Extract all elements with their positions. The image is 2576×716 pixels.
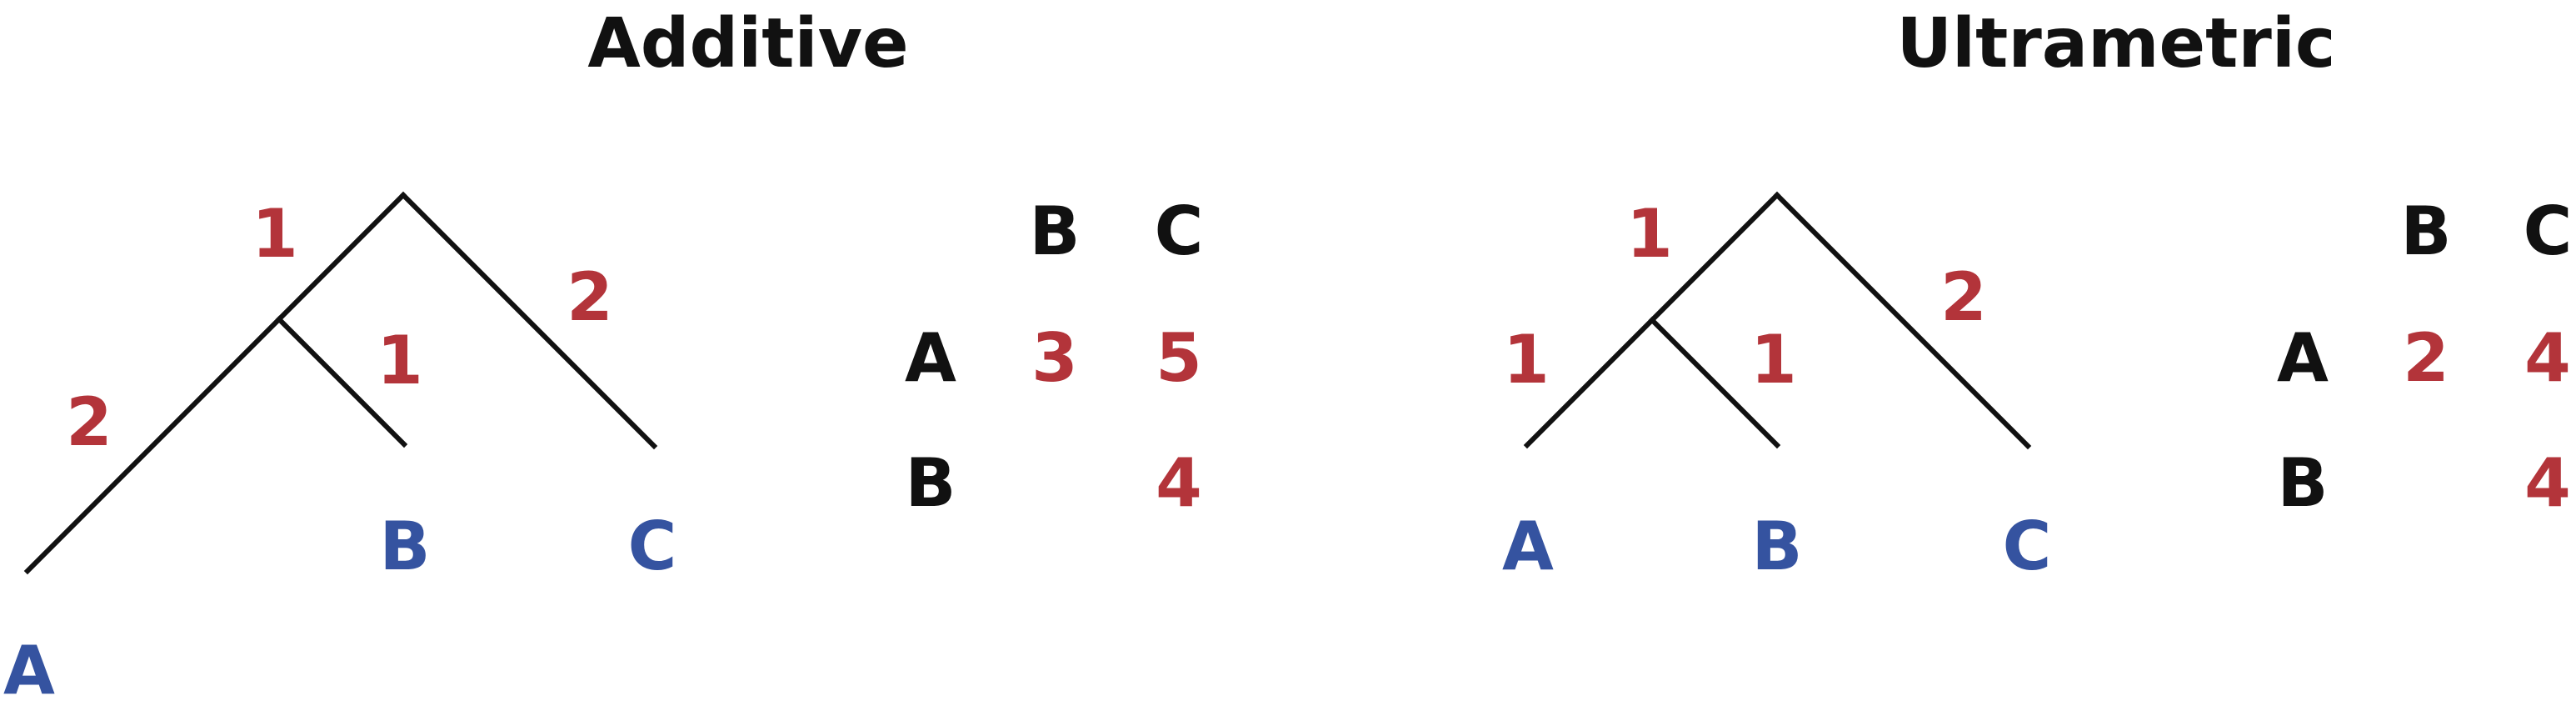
ultrametric-branch-ab-to-a bbox=[1523, 316, 1656, 449]
additive-branch-root-to-ab bbox=[275, 191, 407, 323]
additive-length-ab-to-b: 1 bbox=[377, 322, 423, 399]
ultrametric-branch-ab-to-b bbox=[1648, 316, 1781, 449]
ultrametric-branch-root-to-c bbox=[1773, 191, 2032, 450]
ultrametric-branch-root-to-ab bbox=[1648, 191, 1781, 324]
ultrametric-panel: Ultrametric 1 2 1 1 A B C B C A B 2 4 4 bbox=[1502, 4, 2572, 585]
additive-branch-root-to-c bbox=[399, 191, 658, 450]
additive-length-root-to-c: 2 bbox=[567, 258, 613, 336]
ultrametric-title: Ultrametric bbox=[1896, 4, 2335, 83]
additive-distance-matrix: B C A B 3 5 4 bbox=[905, 193, 1203, 522]
ultrametric-length-ab-to-b: 1 bbox=[1750, 321, 1797, 398]
additive-branch-lengths: 1 2 2 1 bbox=[66, 195, 613, 461]
ultrametric-distance-matrix: B C A B 2 4 4 bbox=[2277, 193, 2572, 522]
ultrametric-matrix-cell-b-c: 4 bbox=[2524, 444, 2571, 522]
ultrametric-matrix-col-header-c: C bbox=[2524, 193, 2573, 270]
additive-tree bbox=[23, 191, 658, 575]
additive-leaf-c: C bbox=[628, 508, 677, 585]
ultrametric-matrix-cell-a-c: 4 bbox=[2524, 319, 2571, 397]
ultrametric-matrix-row-header-b: B bbox=[2278, 444, 2329, 522]
ultrametric-leaf-c: C bbox=[2003, 508, 2052, 585]
ultrametric-leaf-a: A bbox=[1502, 508, 1554, 585]
ultrametric-matrix-cell-a-b: 2 bbox=[2403, 319, 2449, 397]
additive-leaf-b: B bbox=[380, 508, 431, 585]
additive-matrix-col-header-b: B bbox=[1030, 193, 1081, 270]
ultrametric-length-root-to-ab: 1 bbox=[1626, 195, 1673, 273]
ultrametric-leaves: A B C bbox=[1502, 508, 2051, 585]
additive-leaf-a: A bbox=[3, 632, 55, 709]
additive-leaves: A B C bbox=[3, 508, 676, 709]
ultrametric-length-ab-to-a: 1 bbox=[1503, 321, 1550, 398]
additive-matrix-row-header-b: B bbox=[906, 444, 956, 522]
additive-matrix-cell-b-c: 4 bbox=[1156, 444, 1202, 522]
additive-panel: Additive 1 2 2 1 A B C B C A B 3 5 4 bbox=[3, 4, 1203, 709]
ultrametric-tree bbox=[1523, 191, 2032, 450]
additive-branch-ab-to-a bbox=[23, 315, 283, 575]
ultrametric-leaf-b: B bbox=[1752, 508, 1803, 585]
ultrametric-length-root-to-c: 2 bbox=[1940, 258, 1987, 336]
additive-length-ab-to-a: 2 bbox=[66, 383, 112, 461]
ultrametric-matrix-row-header-a: A bbox=[2277, 319, 2329, 397]
additive-branch-ab-to-b bbox=[275, 315, 408, 448]
additive-title: Additive bbox=[587, 4, 908, 83]
ultrametric-branch-lengths: 1 2 1 1 bbox=[1503, 195, 1987, 398]
additive-matrix-row-header-a: A bbox=[905, 319, 956, 397]
additive-length-root-to-ab: 1 bbox=[252, 195, 298, 273]
additive-matrix-cell-a-b: 3 bbox=[1031, 319, 1078, 397]
additive-matrix-cell-a-c: 5 bbox=[1156, 319, 1202, 397]
ultrametric-matrix-col-header-b: B bbox=[2401, 193, 2452, 270]
additive-matrix-col-header-c: C bbox=[1155, 193, 1204, 270]
